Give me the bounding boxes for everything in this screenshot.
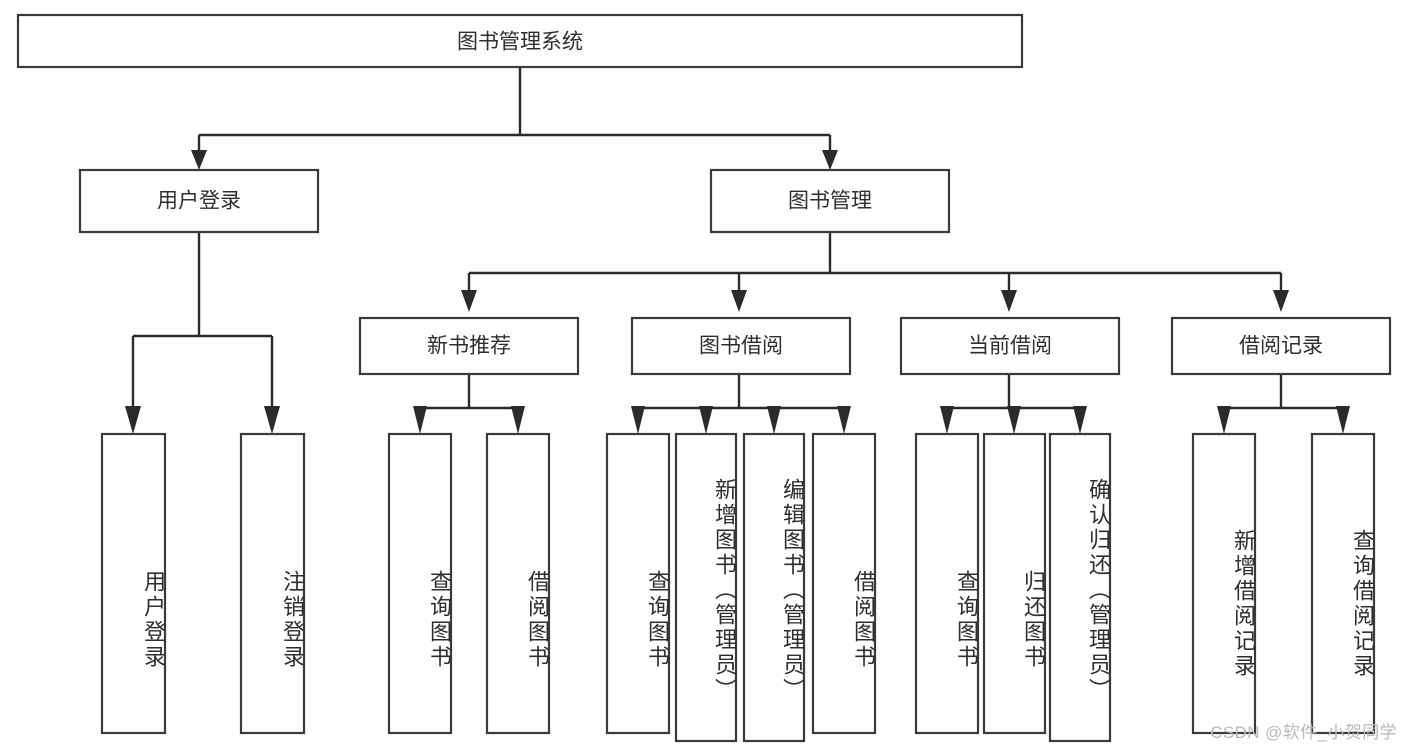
arrowhead-icon bbox=[1336, 406, 1350, 434]
arrowhead-icon bbox=[822, 150, 838, 170]
leaf-query-book-1-box[interactable] bbox=[387, 432, 453, 735]
arrowhead-icon bbox=[413, 406, 427, 434]
node-book-borrow[interactable]: 图书借阅 bbox=[630, 316, 852, 376]
node-current-borrow-box[interactable] bbox=[899, 316, 1121, 376]
leaf-query-record-box[interactable] bbox=[1310, 432, 1376, 735]
arrowhead-icon bbox=[1007, 406, 1021, 434]
node-new-book-recommend-label: 新书推荐 bbox=[427, 335, 511, 358]
arrowhead-icon bbox=[191, 150, 207, 170]
leaf-add-record-box[interactable] bbox=[1191, 432, 1257, 735]
node-user-login[interactable]: 用户登录 bbox=[78, 168, 320, 234]
leaf-user-logout-box[interactable] bbox=[239, 432, 306, 735]
node-user-login-label: 用户登录 bbox=[157, 190, 241, 213]
arrowhead-icon bbox=[731, 290, 747, 312]
leaf-box-group bbox=[100, 432, 1376, 743]
node-new-book-recommend[interactable]: 新书推荐 bbox=[358, 316, 580, 376]
node-root-box[interactable] bbox=[16, 13, 1024, 69]
arrowhead-icon bbox=[940, 406, 954, 434]
node-book-borrow-box[interactable] bbox=[630, 316, 852, 376]
leaf-borrow-book-1-box[interactable] bbox=[485, 432, 551, 735]
arrowhead-icon bbox=[1001, 290, 1017, 312]
node-user-login-box[interactable] bbox=[78, 168, 320, 234]
leaf-add-book-box[interactable] bbox=[674, 432, 738, 743]
arrowhead-icon bbox=[125, 406, 141, 434]
node-current-borrow[interactable]: 当前借阅 bbox=[899, 316, 1121, 376]
node-book-borrow-label: 图书借阅 bbox=[699, 335, 783, 358]
leaf-query-book-2-box[interactable] bbox=[605, 432, 671, 735]
leaf-borrow-book-2-box[interactable] bbox=[811, 432, 877, 735]
node-borrow-record-label: 借阅记录 bbox=[1239, 335, 1323, 358]
leaf-return-book-box[interactable] bbox=[982, 432, 1047, 735]
leaf-edit-book-box[interactable] bbox=[742, 432, 806, 743]
leaf-confirm-return-box[interactable] bbox=[1048, 432, 1112, 743]
leaf-user-login-box[interactable] bbox=[100, 432, 167, 735]
arrowhead-icon bbox=[1073, 406, 1087, 434]
node-book-manage-label: 图书管理 bbox=[788, 190, 872, 213]
node-borrow-record[interactable]: 借阅记录 bbox=[1170, 316, 1392, 376]
arrowhead-icon bbox=[1273, 290, 1289, 312]
arrowhead-icon bbox=[264, 406, 280, 434]
arrowhead-icon bbox=[631, 406, 645, 434]
node-new-book-recommend-box[interactable] bbox=[358, 316, 580, 376]
node-borrow-record-box[interactable] bbox=[1170, 316, 1392, 376]
arrowhead-icon bbox=[461, 290, 477, 312]
arrowhead-icon bbox=[1217, 406, 1231, 434]
arrowhead-icon bbox=[511, 406, 525, 434]
arrowhead-icon bbox=[699, 406, 713, 434]
csdn-watermark: CSDN @软件_小贺同学 bbox=[1210, 723, 1397, 742]
node-book-manage-box[interactable] bbox=[709, 168, 951, 234]
node-current-borrow-label: 当前借阅 bbox=[968, 335, 1052, 358]
arrowhead-icon bbox=[767, 406, 781, 434]
arrowhead-group bbox=[125, 150, 1350, 434]
node-root[interactable]: 图书管理系统 bbox=[16, 13, 1024, 69]
leaf-query-book-3-box[interactable] bbox=[914, 432, 980, 735]
node-root-label: 图书管理系统 bbox=[457, 31, 583, 54]
node-book-manage[interactable]: 图书管理 bbox=[709, 168, 951, 234]
arrowhead-icon bbox=[837, 406, 851, 434]
